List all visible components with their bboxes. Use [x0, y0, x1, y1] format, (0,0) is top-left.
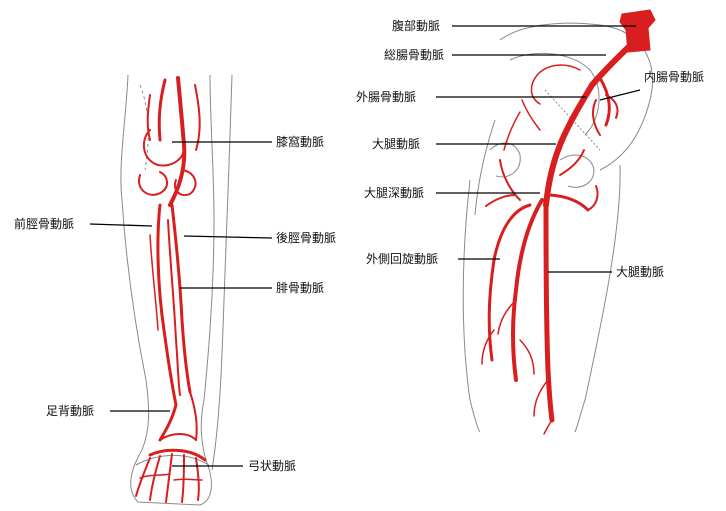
label-peroneal-artery: 腓骨動脈: [276, 281, 324, 295]
right-thigh-figure: [463, 23, 652, 432]
label-femoral-artery: 大腿動脈: [372, 137, 420, 151]
right-thigh-arteries: [482, 10, 655, 434]
label-common-iliac-artery: 総腸骨動脈: [384, 48, 444, 62]
label-deep-femoral-artery: 大腿深動脈: [364, 186, 424, 200]
label-popliteal-artery: 膝窩動脈: [276, 135, 324, 149]
label-internal-iliac-artery: 内腸骨動脈: [644, 70, 704, 84]
aorta-stump: [620, 10, 655, 52]
label-lateral-circumflex-artery: 外側回旋動脈: [366, 252, 438, 266]
thigh-outline-left: [463, 180, 480, 432]
label-external-iliac-artery: 外腸骨動脈: [356, 90, 416, 104]
left-leg-outline: [121, 75, 214, 505]
label-abdominal-artery: 腹部動脈: [392, 19, 440, 33]
left-leg-figure: [121, 75, 232, 505]
label-anterior-tibial-artery: 前脛骨動脈: [14, 217, 74, 231]
label-arcuate-artery: 弓状動脈: [248, 459, 296, 473]
label-femoral-artery-lower: 大腿動脈: [616, 265, 664, 279]
label-posterior-tibial-artery: 後脛骨動脈: [276, 231, 336, 245]
label-dorsalis-pedis-artery: 足背動脈: [46, 404, 94, 418]
